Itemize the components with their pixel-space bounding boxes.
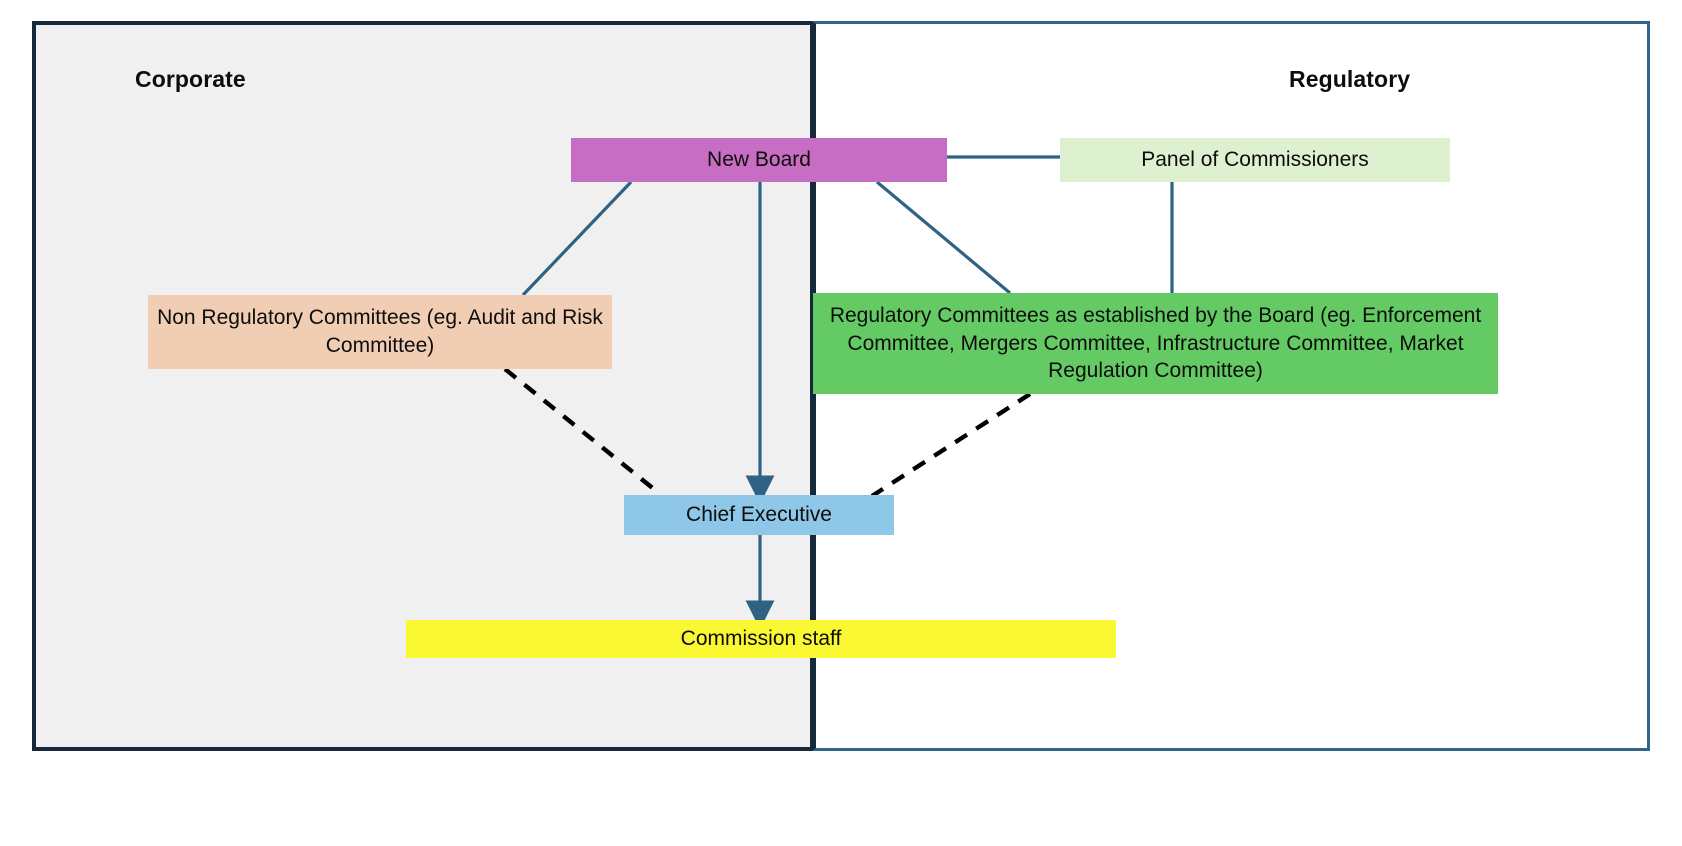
node-chief-executive[interactable]: Chief Executive bbox=[624, 495, 894, 535]
node-panel-of-commissioners-label: Panel of Commissioners bbox=[1141, 148, 1369, 172]
node-commission-staff[interactable]: Commission staff bbox=[406, 620, 1116, 658]
node-chief-executive-label: Chief Executive bbox=[686, 503, 832, 527]
corporate-panel-title: Corporate bbox=[135, 66, 246, 92]
regulatory-panel-title: Regulatory bbox=[1289, 66, 1411, 92]
node-regulatory-committees[interactable]: Regulatory Committees as established by … bbox=[813, 293, 1498, 394]
node-non-regulatory-committees[interactable]: Non Regulatory Committees (eg. Audit and… bbox=[148, 295, 612, 369]
node-non-regulatory-committees-label: Non Regulatory Committees (eg. Audit and… bbox=[157, 306, 603, 357]
node-commission-staff-label: Commission staff bbox=[680, 627, 842, 651]
node-new-board[interactable]: New Board bbox=[571, 138, 947, 182]
node-regulatory-committees-label: Regulatory Committees as established by … bbox=[829, 303, 1482, 383]
node-panel-of-commissioners[interactable]: Panel of Commissioners bbox=[1060, 138, 1450, 182]
node-new-board-label: New Board bbox=[707, 148, 811, 172]
